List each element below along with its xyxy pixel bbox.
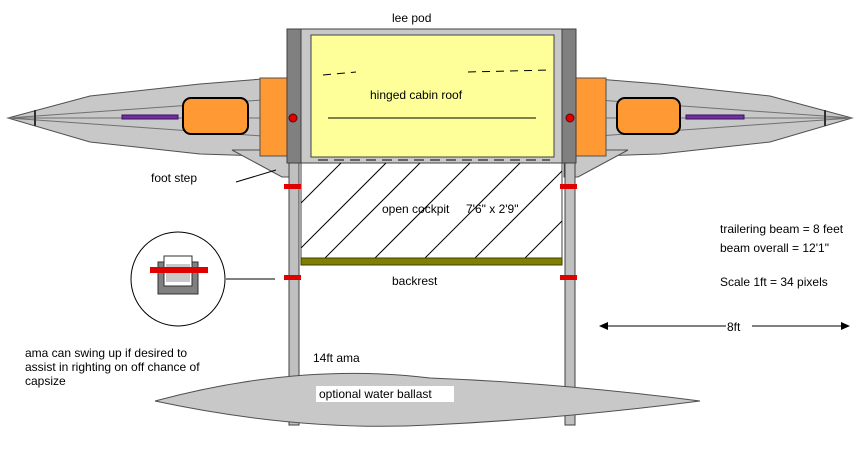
cross-beams xyxy=(284,28,577,426)
foot-step-leader xyxy=(235,169,277,183)
left-purple-bar xyxy=(121,114,179,120)
open-cockpit-area xyxy=(300,162,563,266)
water-ballast-label: optional water ballast xyxy=(319,387,432,401)
open-cockpit-label: open cockpit xyxy=(382,202,450,216)
scale-arrow-icon xyxy=(599,322,850,330)
cabin-roof xyxy=(310,34,555,158)
ama-swing-note: ama can swing up if desired to assist in… xyxy=(25,346,200,388)
backrest-label: backrest xyxy=(392,274,438,288)
left-hull xyxy=(6,77,297,178)
right-purple-bar xyxy=(685,114,745,120)
beam-overall-label: beam overall = 12'1" xyxy=(720,241,829,255)
right-hull xyxy=(563,77,854,178)
pivot-detail-icon xyxy=(130,231,226,327)
backrest-bar xyxy=(300,257,563,266)
cockpit-hatching xyxy=(300,162,563,260)
trailering-beam-label: trailering beam = 8 feet xyxy=(720,222,844,236)
ama-hull xyxy=(154,372,701,427)
ama-length-label: 14ft ama xyxy=(313,351,360,365)
cabin-roof-label: hinged cabin roof xyxy=(370,88,463,102)
scale-bar-label: 8ft xyxy=(727,320,741,334)
right-orange-block xyxy=(575,77,607,157)
right-hatch-icon xyxy=(616,97,681,135)
foot-step-label: foot step xyxy=(151,171,198,185)
lee-pod-label: lee pod xyxy=(392,11,432,25)
scale-label: Scale 1ft = 34 pixels xyxy=(720,275,828,289)
left-orange-block xyxy=(259,77,291,157)
left-hatch-icon xyxy=(182,97,249,135)
cockpit-size-label: 7'6" x 2'9" xyxy=(466,202,519,216)
